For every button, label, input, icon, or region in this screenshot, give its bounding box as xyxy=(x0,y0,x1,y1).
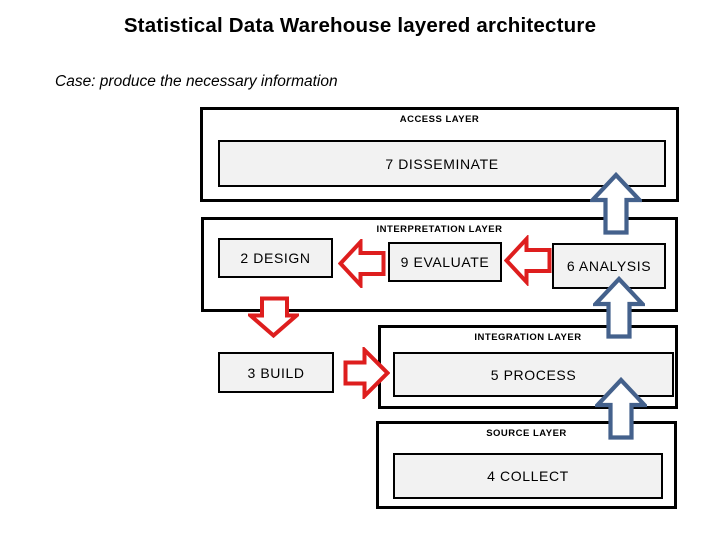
down-arrow-design-to-build-icon xyxy=(248,296,299,338)
disseminate-step-box: 7 DISSEMINATE xyxy=(218,140,666,187)
left-arrow-evaluate-to-design-icon xyxy=(338,239,386,288)
slide-subtitle: Case: produce the necessary information xyxy=(55,73,338,90)
interpretation-layer-label: INTERPRETATION LAYER xyxy=(376,224,503,235)
left-arrow-analysis-to-evaluate-icon xyxy=(504,235,552,286)
up-arrow-integration-to-interpretation-icon xyxy=(593,276,645,339)
up-arrow-interpretation-to-access-icon xyxy=(590,172,642,235)
build-step-box: 3 BUILD xyxy=(218,352,334,393)
evaluate-step-box: 9 EVALUATE xyxy=(388,242,502,282)
analysis-step-box: 6 ANALYSIS xyxy=(552,243,666,289)
source-layer-label: SOURCE LAYER xyxy=(486,428,567,439)
access-layer-label: ACCESS LAYER xyxy=(399,114,480,125)
integration-layer-label: INTEGRATION LAYER xyxy=(474,332,582,343)
collect-step-box: 4 COLLECT xyxy=(393,453,663,499)
design-step-box: 2 DESIGN xyxy=(218,238,333,278)
up-arrow-source-to-integration-icon xyxy=(595,377,647,440)
right-arrow-build-to-process-icon xyxy=(343,347,390,399)
slide-title: Statistical Data Warehouse layered archi… xyxy=(123,14,597,37)
